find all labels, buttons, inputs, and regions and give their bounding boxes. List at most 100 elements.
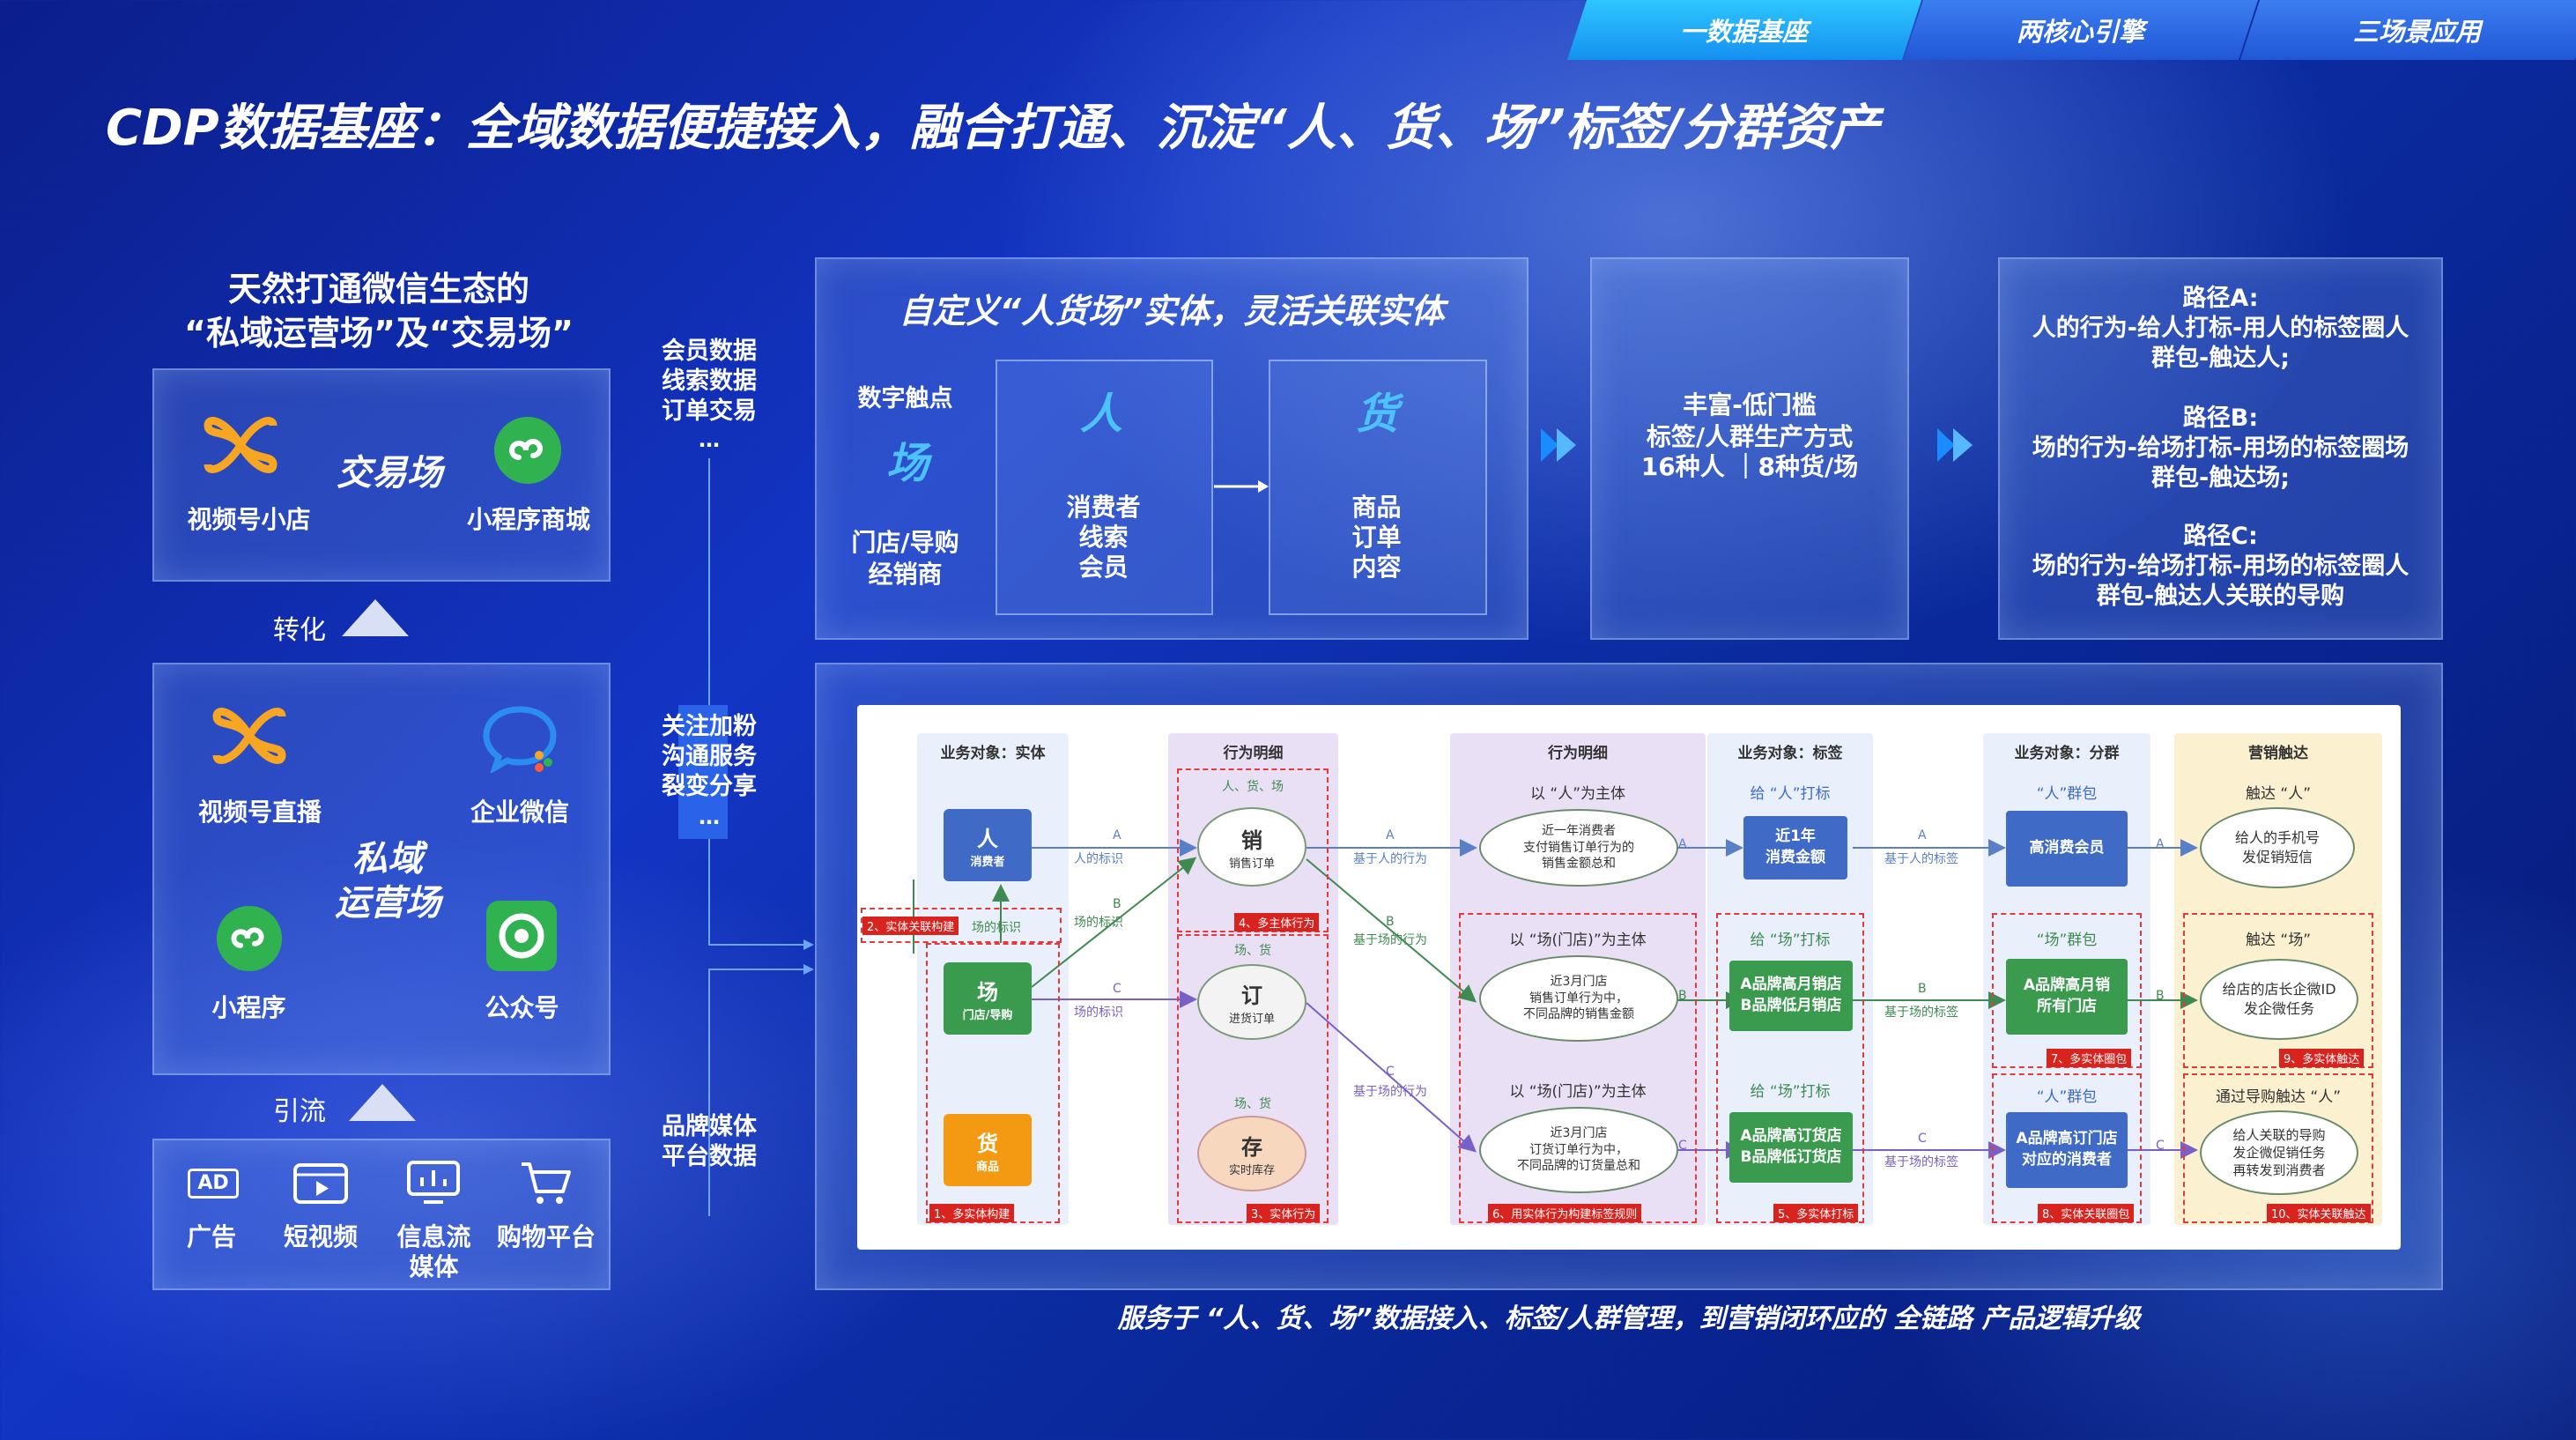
detail2-title: 以 “场(门店)”为主体 bbox=[1509, 932, 1647, 949]
segment1-box: 高消费会员 bbox=[2006, 811, 2128, 887]
entity-panel bbox=[815, 257, 1529, 640]
segment-link-dash bbox=[1992, 1073, 2142, 1223]
behavior-entity-tag: 3、实体行为 bbox=[1247, 1204, 1321, 1222]
reach1-title: 触达 “人” bbox=[2245, 785, 2312, 803]
chang-id-label: 场的标识 bbox=[972, 921, 1021, 935]
segment3-box: A品牌高订门店对应的消费者 bbox=[2006, 1112, 2128, 1188]
tag-dash-box bbox=[1716, 913, 1864, 1223]
edge-store-behavior-1: 基于场的行为 bbox=[1353, 933, 1427, 947]
edge-b-letter-5: B bbox=[2156, 989, 2165, 1003]
path-c-line2: 群包-触达人关联的导购 bbox=[2096, 583, 2345, 610]
path-panel bbox=[1998, 257, 2443, 640]
col-header-entity: 业务对象：实体 bbox=[940, 745, 1046, 762]
detail3-ellipse: 近3月门店订货订单行为中，不同品牌的订货量总和 bbox=[1479, 1107, 1678, 1193]
media-item-feed-line1: 信息流 bbox=[396, 1222, 471, 1251]
huo-box bbox=[1269, 360, 1487, 615]
behavior1-top: 人、货、场 bbox=[1222, 780, 1284, 794]
segment3-title: “人”群包 bbox=[2036, 1088, 2098, 1106]
edge-c-letter-1: C bbox=[1113, 982, 1121, 996]
tag1-title: 给 “人”打标 bbox=[1750, 785, 1831, 803]
tab-two-engines[interactable]: 两核心引擎 bbox=[1903, 0, 2259, 60]
path-c-line1: 场的行为-给场打标-用场的标签圈人 bbox=[2032, 553, 2409, 580]
double-chevron-icon-1 bbox=[1537, 423, 1581, 467]
mini-program-icon bbox=[492, 414, 564, 486]
edge-a-letter-3: A bbox=[1678, 837, 1687, 851]
rich-panel bbox=[1590, 257, 1909, 640]
trade-item-mini-mall: 小程序商城 bbox=[466, 505, 590, 534]
entity-panel-title: 自定义“人货场”实体，灵活关联实体 bbox=[899, 292, 1445, 330]
ren-id-label: 人的标识 bbox=[1074, 852, 1123, 866]
edge-a-letter-4: A bbox=[1918, 828, 1927, 842]
segment2-title: “场”群包 bbox=[2036, 932, 2098, 949]
behavior-sales-node: 销销售订单 bbox=[1197, 807, 1307, 887]
edge-a-letter-5: A bbox=[2156, 837, 2165, 851]
col-header-tag: 业务对象：标签 bbox=[1737, 745, 1843, 762]
detail2-ellipse: 近3月门店销售订单行为中，不同品牌的销售金额 bbox=[1479, 955, 1678, 1042]
channels-live-icon bbox=[207, 705, 291, 767]
media-item-short-video: 短视频 bbox=[283, 1222, 358, 1251]
edge-store-tag-2: 基于场的标签 bbox=[1884, 1155, 1958, 1169]
entity-huo: 货商品 bbox=[944, 1114, 1032, 1186]
reach3-ellipse: 给人关联的导购发企微促销任务再转发到消费者 bbox=[2200, 1110, 2358, 1195]
wecom-icon bbox=[480, 703, 559, 774]
entity-chang: 场门店/导购 bbox=[944, 962, 1032, 1035]
reach1-ellipse: 给人的手机号发促销短信 bbox=[2200, 807, 2355, 888]
segment1-title: “人”群包 bbox=[2036, 785, 2098, 803]
path-a-line1: 人的行为-给人打标-用人的标签圈人 bbox=[2032, 315, 2409, 342]
flow-bar bbox=[678, 705, 728, 839]
edge-c-letter-2: C bbox=[1386, 1065, 1395, 1079]
detail-rule-tag: 6、用实体行为构建标签规则 bbox=[1488, 1204, 1642, 1222]
ren-box bbox=[996, 360, 1213, 615]
rich-line2: 标签/人群生产方式 bbox=[1646, 422, 1854, 451]
private-item-official: 公众号 bbox=[485, 993, 559, 1022]
tab-three-scenarios[interactable]: 三场景应用 bbox=[2239, 0, 2576, 60]
ren-item1: 消费者 bbox=[1066, 493, 1141, 522]
data-flow-lines bbox=[708, 458, 814, 1216]
edge-c-letter-3: C bbox=[1678, 1139, 1687, 1153]
tag3-title: 给 “场”打标 bbox=[1750, 1083, 1831, 1101]
detail-dash-box bbox=[1459, 913, 1697, 1223]
ad-icon-text: AD bbox=[188, 1168, 239, 1199]
ad-icon: AD bbox=[187, 1162, 240, 1206]
private-title-line2: 运营场 bbox=[335, 883, 440, 924]
entity-multi-tag: 1、多实体构建 bbox=[929, 1204, 1015, 1222]
feed-media-icon bbox=[405, 1160, 462, 1206]
tag-multi-tag: 5、多实体打标 bbox=[1773, 1204, 1859, 1222]
double-chevron-icon-2 bbox=[1934, 423, 1978, 467]
tag2-title: 给 “场”打标 bbox=[1750, 932, 1831, 949]
trade-item-video-store: 视频号小店 bbox=[187, 505, 311, 534]
entity-link-dash bbox=[861, 908, 1062, 943]
store-line1: 门店/导购 bbox=[851, 528, 959, 557]
edge-b-letter-4: B bbox=[1918, 982, 1927, 996]
reach2-title: 触达 “场” bbox=[2245, 932, 2312, 949]
triangle-up-icon-2 bbox=[347, 1082, 418, 1123]
flow-group3-1: 品牌媒体 bbox=[662, 1113, 757, 1140]
edge-b-letter-2: B bbox=[1386, 915, 1395, 929]
ren-item3: 会员 bbox=[1078, 553, 1129, 582]
segment-link-tag: 8、实体关联圈包 bbox=[2038, 1204, 2135, 1222]
edge-a-letter-2: A bbox=[1386, 828, 1395, 842]
detail1-ellipse: 近一年消费者支付销售订单行为的销售金额总和 bbox=[1479, 809, 1678, 887]
media-panel bbox=[152, 1139, 611, 1290]
segment-multi-dash bbox=[1992, 913, 2142, 1068]
short-video-icon bbox=[291, 1162, 351, 1206]
edge-b-letter-3: B bbox=[1678, 989, 1687, 1003]
tab-data-foundation[interactable]: 一数据基座 bbox=[1566, 0, 1922, 60]
tag1-box: 近1年消费金额 bbox=[1743, 816, 1847, 880]
ren-char: 人 bbox=[1079, 390, 1122, 439]
flow-group2-3: 裂变分享 bbox=[662, 773, 757, 800]
store-line2: 经销商 bbox=[868, 560, 943, 589]
path-a-line2: 群包-触达人; bbox=[2150, 345, 2290, 372]
edge-c-letter-4: C bbox=[1918, 1132, 1927, 1146]
left-heading-line1: 天然打通微信生态的 bbox=[227, 270, 529, 308]
footer-caption: 服务于 “人、货、场”数据接入、标签/人群管理，到营销闭环应的 全链路 产品逻辑… bbox=[1117, 1303, 2141, 1334]
huo-item2: 订单 bbox=[1351, 523, 1402, 552]
detail1-title: 以 “人”为主体 bbox=[1529, 785, 1626, 803]
flow-group1-1: 会员数据 bbox=[662, 338, 757, 365]
huo-item1: 商品 bbox=[1351, 493, 1402, 522]
path-b-line1: 场的行为-给场打标-用场的标签圈场 bbox=[2032, 434, 2409, 462]
private-title-line1: 私域 bbox=[352, 839, 423, 880]
convert-label: 转化 bbox=[273, 615, 326, 646]
